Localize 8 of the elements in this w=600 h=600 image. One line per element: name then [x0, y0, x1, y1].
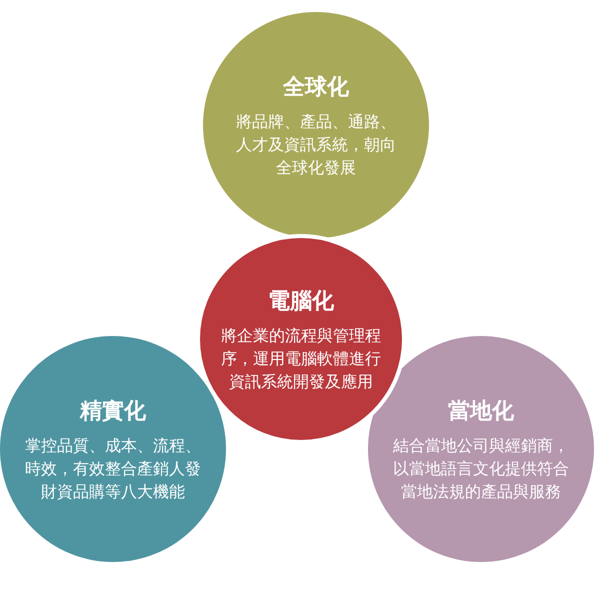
circle-heading: 當地化	[448, 398, 514, 426]
circle-text: 將企業的流程與管理程序，運用電腦軟體進行資訊系統開發及應用	[220, 324, 382, 392]
circle-text: 將品牌、產品、通路、人才及資訊系統，朝向全球化發展	[235, 110, 397, 178]
circle-text: 掌控品質、成本、流程、時效，有效整合產銷人發財資品購等八大機能	[24, 434, 202, 502]
circle-heading: 精實化	[80, 398, 146, 426]
circle-heading: 電腦化	[268, 288, 334, 316]
circle-text: 結合當地公司與經銷商，以當地語言文化提供符合當地法規的產品與服務	[392, 434, 570, 502]
circle-heading: 全球化	[283, 74, 349, 102]
